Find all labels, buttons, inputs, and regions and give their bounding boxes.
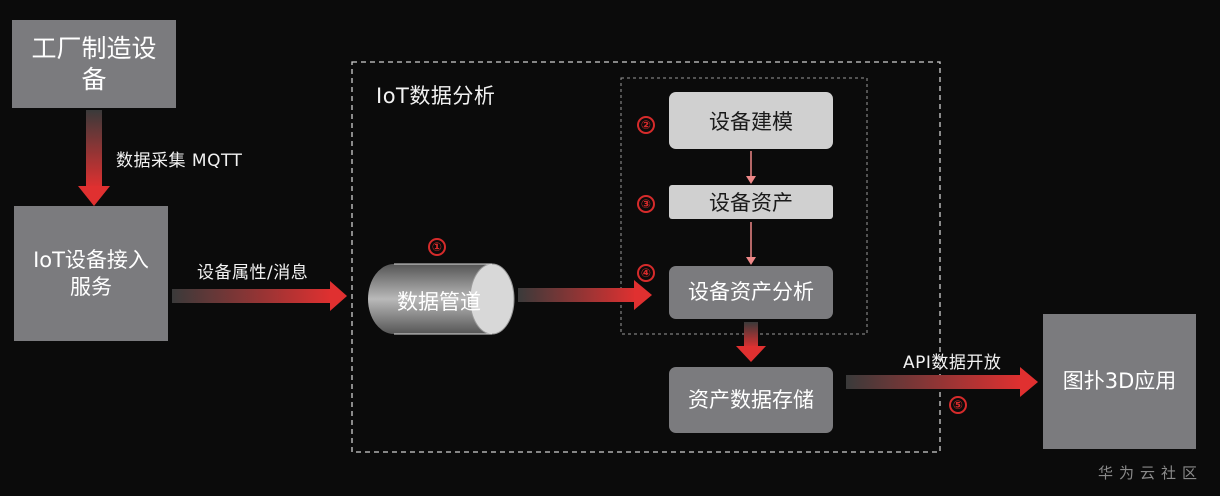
- step-number-5: ⑤: [949, 396, 967, 414]
- api-arrow-head: [1020, 367, 1038, 397]
- attr-arrow-shaft: [172, 289, 332, 303]
- watermark: 华为云社区: [1098, 464, 1204, 482]
- storage-arrow-head: [736, 346, 766, 362]
- pipeline-arrow-shaft: [518, 288, 636, 302]
- storage-arrow-shaft: [744, 322, 758, 348]
- iot-access-node: IoT设备接入服务: [14, 206, 168, 341]
- iot-analysis-title: IoT数据分析: [376, 84, 496, 108]
- step-number-2: ②: [637, 116, 655, 134]
- api-label: API数据开放: [903, 353, 1002, 373]
- asset-node: 设备资产: [669, 185, 833, 219]
- iot-access-node-label: IoT设备接入服务: [33, 248, 149, 299]
- pipeline-arrow-head: [634, 280, 652, 310]
- collect-label: 数据采集 MQTT: [116, 151, 243, 171]
- storage-node-label: 资产数据存储: [688, 387, 814, 412]
- pipeline-cylinder: [368, 263, 515, 335]
- collect-arrow-shaft: [86, 110, 102, 188]
- modeling-node-label: 设备建模: [709, 109, 793, 134]
- asset-analysis-node: 设备资产分析: [669, 266, 833, 319]
- attributes-label: 设备属性/消息: [197, 263, 309, 283]
- asset-analysis-head: [746, 257, 756, 265]
- pipeline-node-label: 数据管道: [397, 290, 481, 314]
- modeling-node: 设备建模: [669, 92, 833, 149]
- factory-node: 工厂制造设备: [12, 20, 176, 108]
- asset-node-label: 设备资产: [709, 191, 793, 215]
- iot-analysis-frame: [351, 61, 941, 453]
- topo3d-node: 图扑3D应用: [1043, 314, 1196, 449]
- collect-arrow-head: [78, 186, 110, 206]
- storage-node: 资产数据存储: [669, 367, 833, 433]
- api-arrow-shaft: [846, 375, 1022, 389]
- step-number-3: ③: [637, 195, 655, 213]
- step-number-4: ④: [637, 264, 655, 282]
- attr-arrow-head: [330, 281, 347, 311]
- step-number-1: ①: [428, 238, 446, 256]
- topo3d-node-label: 图扑3D应用: [1062, 369, 1177, 394]
- model-asset-head: [746, 176, 756, 184]
- factory-node-label: 工厂制造设备: [31, 33, 157, 94]
- asset-analysis-node-label: 设备资产分析: [688, 280, 814, 305]
